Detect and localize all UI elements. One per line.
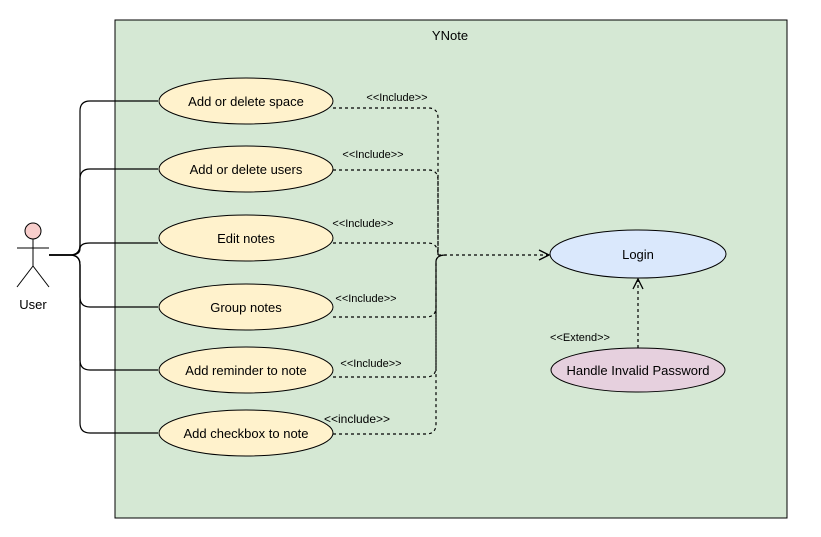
use-case-group-notes[interactable]: Group notes	[158, 283, 334, 331]
use-case-add-delete-users[interactable]: Add or delete users	[158, 145, 334, 193]
use-case-label: Add or delete space	[188, 94, 304, 109]
include-label-6: <<include>>	[324, 412, 390, 426]
use-case-login[interactable]: Login	[549, 229, 727, 279]
use-case-label: Add checkbox to note	[183, 426, 308, 441]
actor-label: User	[19, 297, 47, 312]
use-case-add-delete-space[interactable]: Add or delete space	[158, 77, 334, 125]
use-case-add-checkbox[interactable]: Add checkbox to note	[158, 409, 334, 457]
actor-head	[24, 222, 42, 240]
use-case-add-reminder[interactable]: Add reminder to note	[158, 346, 334, 394]
system-title: YNote	[432, 28, 468, 43]
include-label-1: <<Include>>	[366, 92, 427, 104]
include-label-2: <<Include>>	[342, 149, 403, 161]
handle-invalid-label: Handle Invalid Password	[566, 363, 709, 378]
use-case-label: Add or delete users	[190, 162, 303, 177]
use-case-edit-notes[interactable]: Edit notes	[158, 214, 334, 262]
user-actor[interactable]	[16, 222, 50, 288]
use-case-label: Group notes	[210, 300, 282, 315]
use-case-label: Add reminder to note	[185, 363, 306, 378]
association-lines	[49, 100, 158, 434]
include-label-3: <<Include>>	[332, 218, 393, 230]
include-label-5: <<Include>>	[340, 358, 401, 370]
login-label: Login	[622, 247, 654, 262]
use-case-label: Edit notes	[217, 231, 275, 246]
include-label-4: <<Include>>	[335, 293, 396, 305]
include-connectors	[333, 107, 549, 435]
extend-label: <<Extend>>	[550, 332, 610, 344]
use-case-handle-invalid-password[interactable]: Handle Invalid Password	[550, 347, 726, 393]
